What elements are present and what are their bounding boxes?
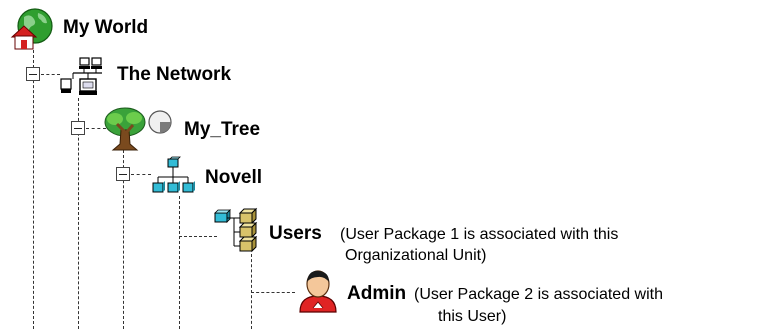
partition-pie-icon [147,109,173,135]
tree-node-label-the-network[interactable]: The Network [117,64,232,85]
tree-node-label-my-world[interactable]: My World [63,17,149,38]
tree-node-label-novell[interactable]: Novell [205,167,263,188]
collapse-toggle-my-tree[interactable] [71,121,85,135]
tree-node-label-users[interactable]: Users [269,223,322,244]
tree-guide-line [251,254,252,329]
tree-guide-line [78,98,79,329]
organizational-unit-icon [212,207,266,259]
admin-note-line-1: (User Package 2 is associated with [414,286,663,303]
tree-connector [131,174,151,175]
tree-node-label-my-tree[interactable]: My_Tree [184,119,261,140]
organization-icon [150,155,196,197]
tree-connector [86,128,106,129]
user-icon [296,268,340,314]
users-note-line-1: (User Package 1 is associated with this [340,226,619,243]
globe-house-icon [8,7,54,51]
collapse-toggle-network[interactable] [26,67,40,81]
tree-connector [41,74,60,75]
tree-connector [179,236,217,237]
tree-guide-line [179,196,180,329]
admin-note-line-2: this User) [438,308,507,325]
tree-guide-line [33,50,34,329]
collapse-toggle-novell[interactable] [116,167,130,181]
tree-guide-line [123,145,124,329]
tree-node-label-admin[interactable]: Admin [347,283,407,304]
users-note-line-2: Organizational Unit) [345,247,487,264]
tree-icon [103,106,147,152]
network-computers-icon [58,57,106,97]
tree-connector [251,292,295,293]
